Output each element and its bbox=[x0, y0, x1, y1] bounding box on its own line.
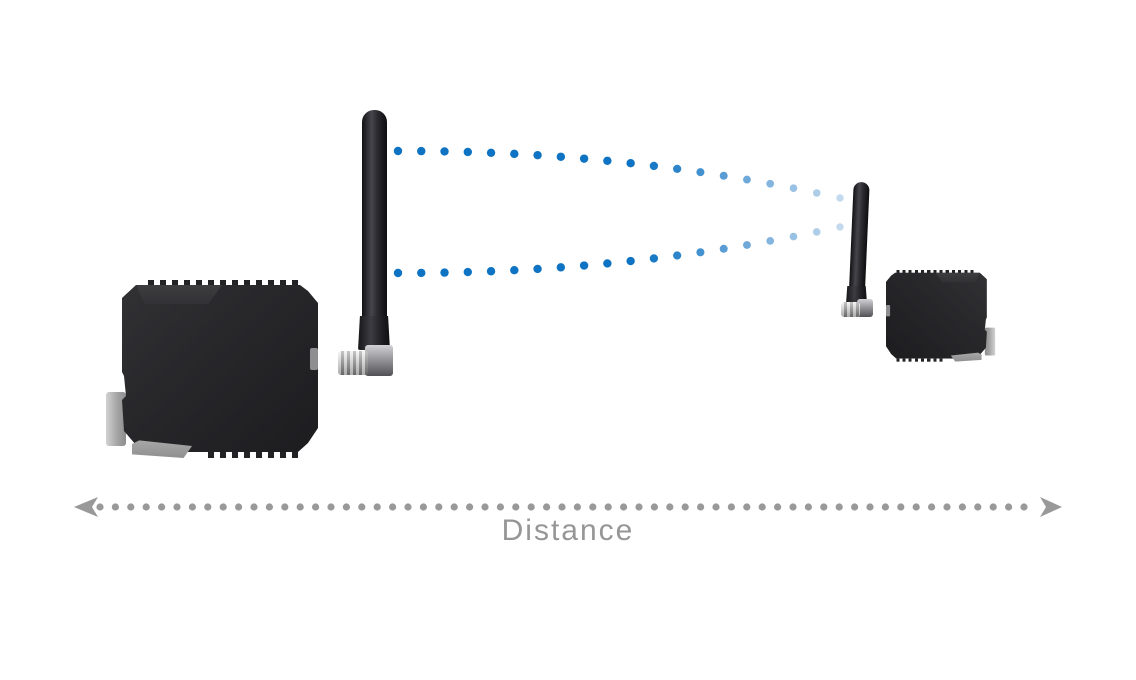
antenna-large bbox=[338, 108, 398, 378]
module-top-panel bbox=[935, 273, 979, 283]
module-foot bbox=[132, 440, 192, 458]
din-rail-clip bbox=[106, 392, 126, 446]
antenna-rod bbox=[362, 110, 387, 322]
antenna-small bbox=[840, 180, 880, 320]
antenna-base bbox=[358, 316, 390, 350]
vent-teeth-bottom bbox=[895, 358, 943, 362]
wireless-module-right bbox=[886, 270, 996, 362]
sma-connector-nut bbox=[841, 302, 860, 317]
sma-elbow-connector bbox=[365, 345, 393, 376]
module-body bbox=[122, 285, 318, 452]
antenna-rod bbox=[849, 181, 870, 291]
distance-label: Distance bbox=[501, 514, 635, 547]
sma-connector-nut bbox=[338, 351, 368, 375]
vent-teeth-bottom bbox=[208, 452, 300, 458]
module-body bbox=[886, 270, 990, 362]
vent-teeth-top bbox=[148, 280, 298, 286]
module-side-notch bbox=[310, 348, 318, 370]
wireless-module-left bbox=[106, 280, 318, 458]
module-top-panel bbox=[136, 285, 222, 304]
sma-elbow-connector bbox=[857, 299, 873, 317]
module-side-notch bbox=[886, 305, 890, 316]
